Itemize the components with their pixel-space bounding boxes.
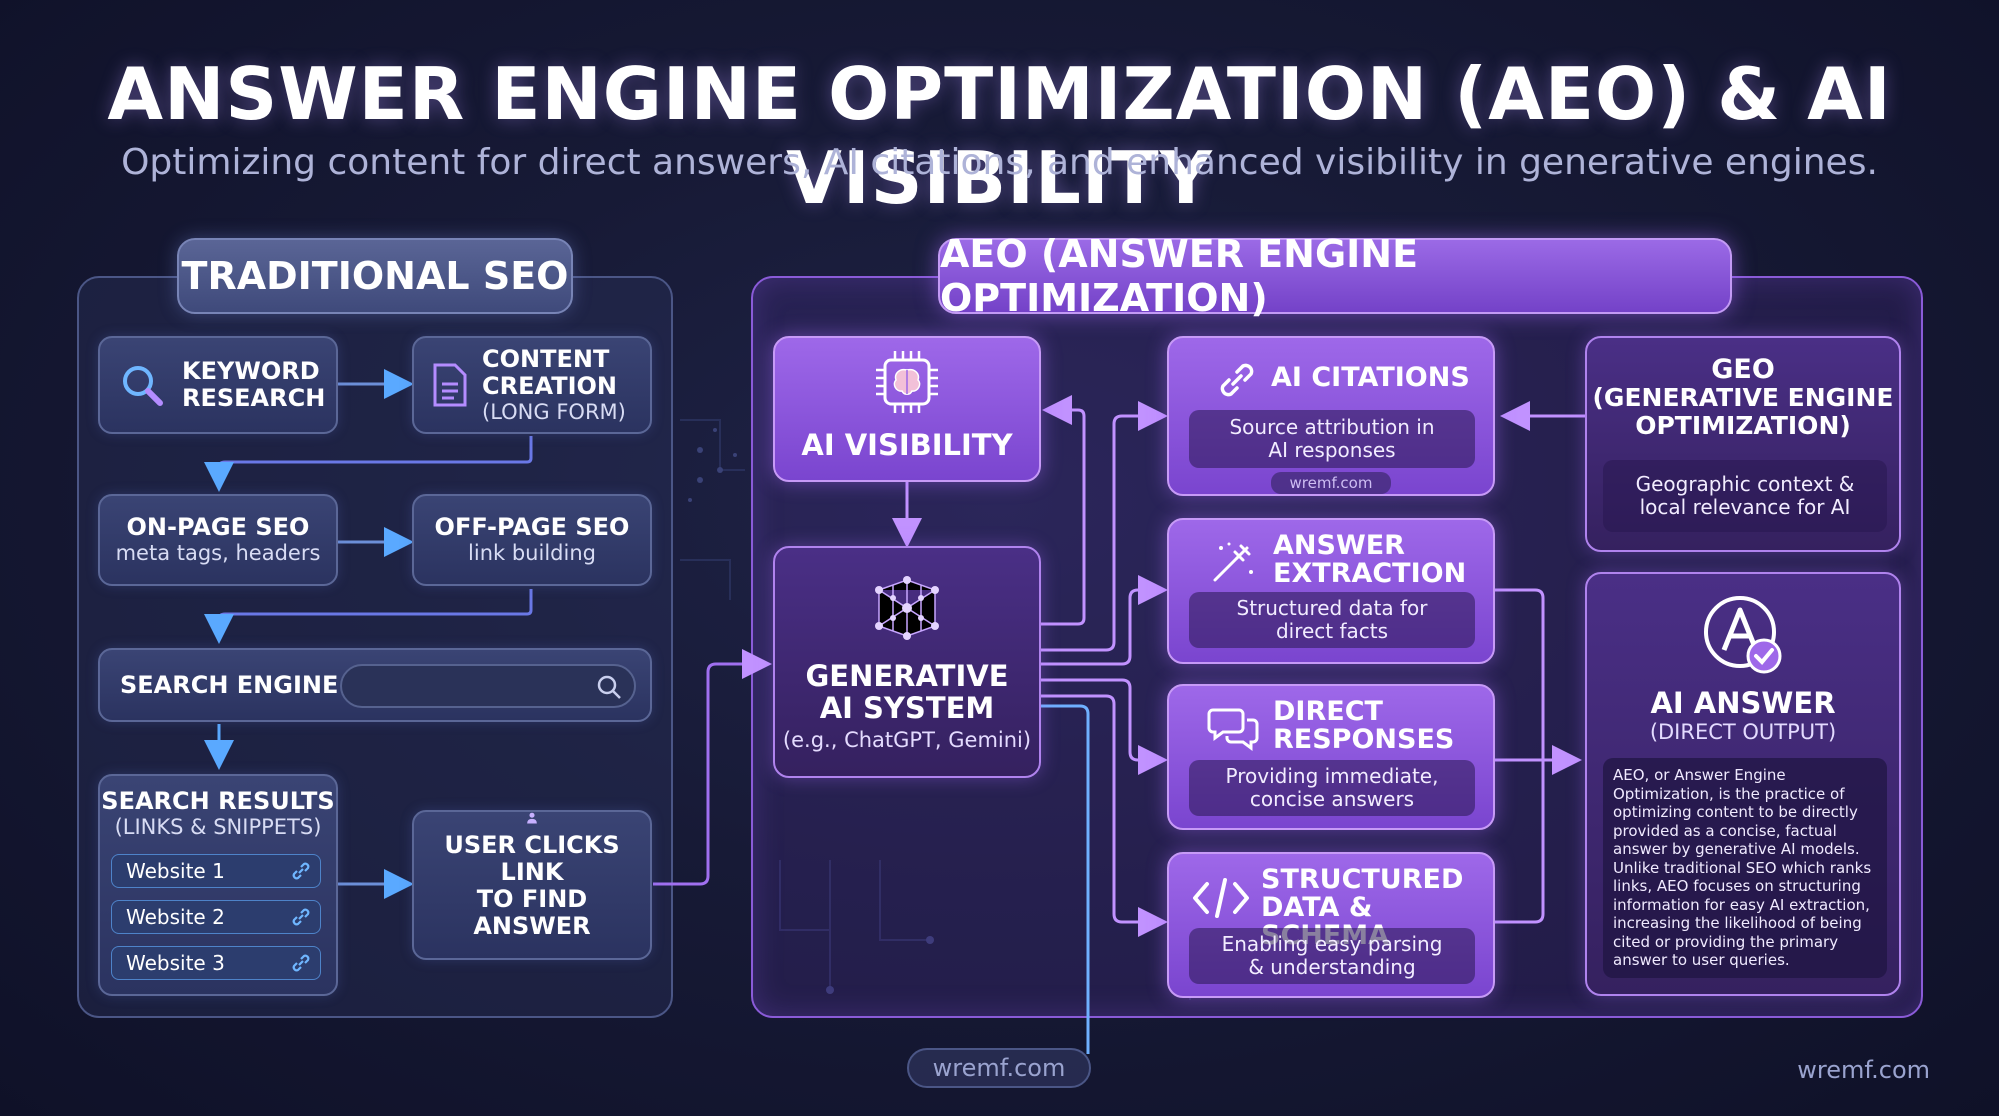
off-page-seo-box: OFF-PAGE SEO link building (412, 494, 652, 586)
ai-answer-text: AEO, or Answer Engine Optimization, is t… (1603, 758, 1887, 978)
geo-desc: Geographic context & local relevance for… (1603, 460, 1887, 532)
ai-citations-desc: Source attribution in AI responses (1189, 410, 1475, 468)
link-icon (292, 954, 310, 972)
content-creation-label: CONTENT CREATION (482, 344, 617, 400)
geo-desc-line1: Geographic context & (1635, 472, 1855, 496)
page-subtitle: Optimizing content for direct answers, A… (121, 142, 1878, 183)
aeo-header: AEO (ANSWER ENGINE OPTIMIZATION) (938, 232, 1732, 320)
direct-responses-desc-line2: concise answers (1249, 787, 1415, 811)
ai-answer-label: AI ANSWER (1650, 686, 1836, 720)
traditional-seo-header: TRADITIONAL SEO (177, 238, 573, 314)
structured-data-desc-line2: & understanding (1248, 955, 1416, 979)
website-3-label: Website 3 (126, 951, 225, 975)
ai-citations-desc-line1: Source attribution in (1229, 415, 1435, 439)
geo-box: GEO (GENERATIVE ENGINE OPTIMIZATION) Geo… (1585, 336, 1901, 552)
neural-network-icon (875, 576, 939, 640)
website-1-label: Website 1 (126, 859, 225, 883)
ai-citations-watermark: wremf.com (1271, 472, 1391, 494)
answer-extraction-desc: Structured data for direct facts (1189, 592, 1475, 648)
answer-extraction-line2: EXTRACTION (1273, 558, 1467, 589)
off-page-seo-desc: link building (468, 541, 596, 565)
generative-ai-line2: AI SYSTEM (819, 691, 995, 725)
chain-link-icon (1220, 363, 1254, 397)
website-link-2[interactable]: Website 2 (111, 900, 321, 934)
user-icon (527, 812, 537, 824)
user-clicks-line2: TO FIND ANSWER (473, 885, 591, 940)
user-clicks-line1: USER CLICKS LINK (444, 831, 620, 886)
search-icon (123, 366, 163, 406)
direct-responses-desc: Providing immediate, concise answers (1189, 760, 1475, 816)
structured-data-line1: STRUCTURED (1261, 864, 1464, 895)
on-page-seo-label: ON-PAGE SEO (126, 513, 310, 541)
ai-answer-sub: (DIRECT OUTPUT) (1649, 720, 1837, 744)
direct-responses-line2: RESPONSES (1273, 724, 1455, 755)
ai-answer-check-icon (1704, 596, 1782, 674)
code-icon (1193, 878, 1249, 918)
ai-visibility-box: AI VISIBILITY (773, 336, 1041, 482)
ai-answer-box: AI ANSWER (DIRECT OUTPUT) AEO, or Answer… (1585, 572, 1901, 996)
search-results-sub: (LINKS & SNIPPETS) (114, 815, 322, 839)
answer-extraction-line1: ANSWER (1273, 530, 1405, 561)
structured-data-box: STRUCTURED DATA & SCHEMA Enabling easy p… (1167, 852, 1495, 998)
generative-ai-line1: GENERATIVE (805, 659, 1009, 693)
content-creation-box: CONTENT CREATION (LONG FORM) (412, 336, 652, 434)
chat-bubbles-icon (1207, 708, 1259, 751)
ai-citations-label: AI CITATIONS (1271, 362, 1470, 393)
website-link-3[interactable]: Website 3 (111, 946, 321, 980)
search-input[interactable] (340, 664, 636, 708)
off-page-seo-label: OFF-PAGE SEO (434, 513, 630, 541)
website-link-1[interactable]: Website 1 (111, 854, 321, 888)
extraction-tool-icon (1213, 542, 1253, 582)
watermark-center: wremf.com (907, 1048, 1091, 1088)
geo-line3: OPTIMIZATION) (1635, 411, 1851, 440)
search-results-label: SEARCH RESULTS (101, 787, 335, 815)
ai-citations-desc-line2: AI responses (1268, 438, 1396, 462)
answer-extraction-box: ANSWER EXTRACTION Structured data for di… (1167, 518, 1495, 664)
generative-ai-box: GENERATIVE AI SYSTEM (e.g., ChatGPT, Gem… (773, 546, 1041, 778)
link-icon (292, 862, 310, 880)
search-engine-box: SEARCH ENGINE (98, 648, 652, 722)
watermark-right: wremf.com (1797, 1056, 1930, 1084)
answer-extraction-desc-line2: direct facts (1275, 619, 1389, 643)
structured-data-desc: Enabling easy parsing & understanding (1189, 928, 1475, 984)
generative-ai-sub: (e.g., ChatGPT, Gemini) (782, 728, 1032, 752)
geo-line1: GEO (1711, 354, 1775, 385)
ai-visibility-label: AI VISIBILITY (801, 428, 1013, 462)
geo-line2: (GENERATIVE ENGINE (1592, 383, 1894, 412)
page-title: ANSWER ENGINE OPTIMIZATION (AEO) & AI VI… (107, 52, 1892, 220)
keyword-research-label: KEYWORD RESEARCH (182, 357, 326, 412)
on-page-seo-desc: meta tags, headers (115, 541, 321, 565)
content-creation-sub: (LONG FORM) (482, 399, 626, 424)
website-2-label: Website 2 (126, 905, 225, 929)
keyword-research-box: KEYWORD RESEARCH (98, 336, 338, 434)
ai-chip-brain-icon (876, 351, 938, 413)
on-page-seo-box: ON-PAGE SEO meta tags, headers (98, 494, 338, 586)
answer-extraction-desc-line1: Structured data for (1236, 596, 1428, 620)
link-icon (292, 908, 310, 926)
direct-responses-box: DIRECT RESPONSES Providing immediate, co… (1167, 684, 1495, 830)
direct-responses-line1: DIRECT (1273, 696, 1383, 727)
magnifier-icon (597, 675, 621, 699)
document-icon (433, 363, 467, 407)
ai-citations-box: AI CITATIONS Source attribution in AI re… (1167, 336, 1495, 496)
structured-data-desc-line1: Enabling easy parsing (1221, 932, 1443, 956)
search-engine-label: SEARCH ENGINE (120, 670, 339, 699)
geo-desc-line2: local relevance for AI (1639, 495, 1851, 519)
user-clicks-box: USER CLICKS LINK TO FIND ANSWER (412, 810, 652, 960)
direct-responses-desc-line1: Providing immediate, (1225, 764, 1439, 788)
